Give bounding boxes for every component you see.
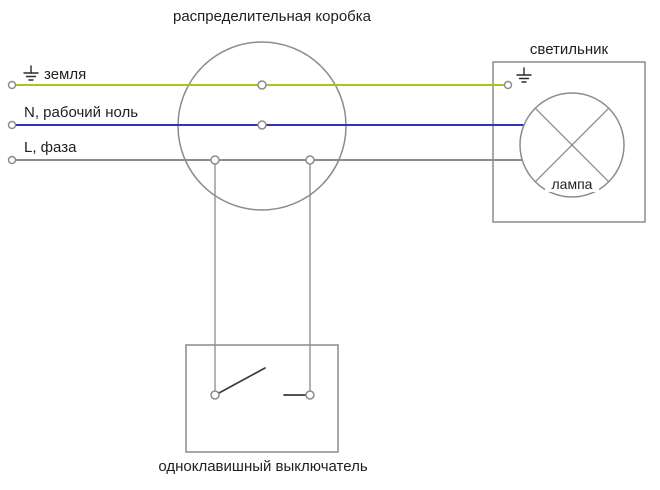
switch-terminal-right (305, 390, 315, 400)
ground-wire-terminal (7, 80, 17, 90)
junction-node-neutral (257, 120, 267, 130)
switch-lever (218, 367, 266, 394)
phase-wire-terminal (7, 155, 17, 165)
luminaire-ground-terminal (503, 80, 513, 90)
lamp-cross-line-2 (534, 107, 610, 183)
lamp-label: лампа (552, 176, 593, 192)
lamp-label-backdrop (545, 176, 599, 192)
phase-label: L, фаза (24, 139, 77, 156)
switch-label: одноклавишный выключатель (158, 458, 367, 475)
earth-symbol-luminaire (516, 67, 532, 83)
lamp-circle (519, 92, 625, 198)
junction-node-phase-right (305, 155, 315, 165)
junction-node-phase-left (210, 155, 220, 165)
junction-box-label: распределительная коробка (173, 8, 372, 25)
luminaire-label: светильник (530, 41, 609, 58)
luminaire-box (492, 61, 646, 223)
junction-node-ground (257, 80, 267, 90)
switch-terminal-left (210, 390, 220, 400)
neutral-wire-terminal (7, 120, 17, 130)
ground-label: земля (44, 66, 86, 83)
earth-symbol-left (23, 65, 39, 81)
neutral-label: N, рабочий ноль (24, 104, 138, 121)
switch-box (185, 344, 339, 453)
